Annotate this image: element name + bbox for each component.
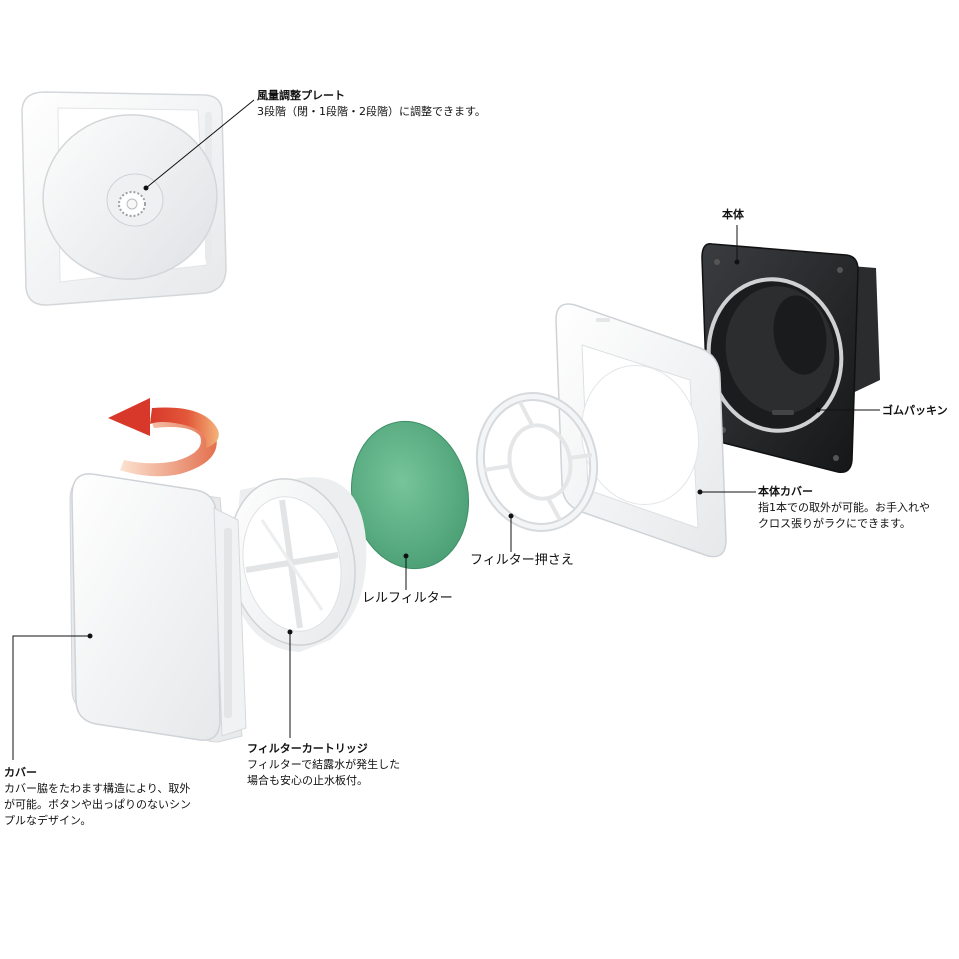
filter-holder-label: フィルター押さえ — [470, 553, 574, 569]
body-label: 本体 — [722, 207, 744, 223]
gasket-title: ゴムパッキン — [882, 404, 948, 417]
rotate-arrow-icon — [108, 398, 219, 477]
body-cover — [555, 303, 727, 558]
cartridge-title: フィルターカートリッジ — [247, 742, 368, 755]
body-cover-label: 本体カバー 指1本での取外が可能。お手入れや クロス張りがラクにできます。 — [758, 484, 930, 532]
filter-holder-title: フィルター押さえ — [470, 553, 574, 568]
cartridge-desc-1: フィルターで結露水が発生した — [247, 758, 401, 771]
cartridge-desc-2: 場合も安心の止水板付。 — [247, 774, 368, 787]
filter-title: レルフィルター — [362, 591, 453, 606]
body-cover-desc-2: クロス張りがラクにできます。 — [758, 517, 911, 530]
damper-plate — [21, 91, 227, 306]
filter-label: レルフィルター — [362, 591, 453, 607]
body-cover-desc-1: 指1本での取外が可能。お手入れや — [758, 501, 930, 514]
cover-title: カバー — [4, 766, 37, 779]
damper-label: 風量調整プレート 3段階（閉・1段階・2段階）に調整できます。 — [257, 88, 486, 120]
filter-holder — [475, 392, 599, 532]
cartridge-label: フィルターカートリッジ フィルターで結露水が発生した 場合も安心の止水板付。 — [247, 741, 400, 789]
body-cover-title: 本体カバー — [758, 485, 813, 498]
body-title: 本体 — [722, 208, 744, 221]
damper-desc: 3段階（閉・1段階・2段階）に調整できます。 — [257, 105, 486, 118]
gasket-label: ゴムパッキン — [882, 403, 948, 419]
filter-cartridge — [228, 477, 367, 652]
damper-title: 風量調整プレート — [257, 89, 345, 102]
main-body — [701, 243, 880, 473]
cover-desc-3: プルなデザイン。 — [4, 814, 92, 827]
cover-desc-2: が可能。ボタンや出っぱりのないシン — [4, 798, 191, 811]
cover-desc-1: カバー脇をたわます構造により、取外 — [4, 782, 191, 795]
front-cover — [69, 473, 247, 743]
leader-lines — [12, 99, 880, 760]
leader-dots — [87, 185, 821, 639]
cover-label: カバー カバー脇をたわます構造により、取外 が可能。ボタンや出っぱりのないシン … — [4, 765, 191, 829]
